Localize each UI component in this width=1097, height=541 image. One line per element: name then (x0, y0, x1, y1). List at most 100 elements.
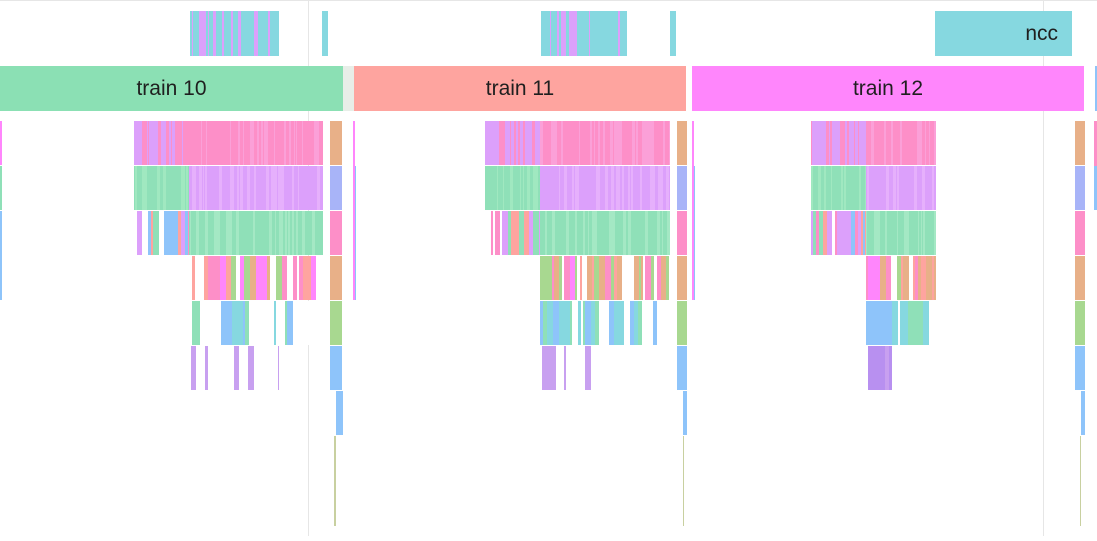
span-slice-slice[interactable] (866, 121, 869, 165)
span-slice-slice[interactable] (226, 211, 229, 255)
span-slice-slice[interactable] (202, 166, 203, 210)
span-slice-slice[interactable] (188, 121, 189, 165)
span-slice-slice[interactable] (545, 346, 550, 390)
span-slice-slice[interactable] (262, 211, 263, 255)
span-slice-slice[interactable] (588, 211, 589, 255)
span-slice-slice[interactable] (874, 346, 880, 390)
span-slice-slice[interactable] (823, 121, 826, 165)
span-slice-slice[interactable] (203, 166, 204, 210)
span-slice-top-slice[interactable] (259, 11, 262, 56)
span-slice-slice[interactable] (161, 121, 163, 165)
span-slice-top-slice[interactable] (616, 11, 618, 56)
span-slice-slice[interactable] (257, 121, 259, 165)
span-slice-slice[interactable] (580, 256, 582, 300)
span-slice-slice[interactable] (579, 121, 580, 165)
span-slice-slice[interactable] (915, 256, 918, 300)
span-slice-slice[interactable] (816, 211, 819, 255)
span-slice-slice[interactable] (496, 166, 497, 210)
span-slice-slice[interactable] (268, 121, 269, 165)
span-slice-slice[interactable] (532, 121, 535, 165)
span-slice-slice[interactable] (195, 166, 196, 210)
span-slice-slice[interactable] (181, 211, 185, 255)
span-slice-slice[interactable] (660, 211, 661, 255)
span-slice-slice[interactable] (593, 166, 594, 210)
span-slice-slice[interactable] (508, 211, 511, 255)
span-slice-column[interactable] (330, 166, 342, 210)
span-slice-slice[interactable] (152, 166, 154, 210)
span-slice-top-slice[interactable] (546, 11, 547, 56)
span-slice-slice[interactable] (877, 256, 880, 300)
span-slice-slice[interactable] (612, 211, 615, 255)
span-slice-slice[interactable] (642, 121, 643, 165)
span-slice-slice[interactable] (653, 211, 654, 255)
span-slice-slice[interactable] (832, 166, 833, 210)
span-slice-slice[interactable] (669, 166, 670, 210)
span-slice-slice[interactable] (642, 301, 644, 345)
span-slice-slice[interactable] (239, 166, 240, 210)
span-slice-column[interactable] (1075, 166, 1085, 210)
span-slice-slice[interactable] (635, 121, 636, 165)
span-slice-slice[interactable] (494, 121, 497, 165)
span-slice[interactable] (866, 301, 892, 345)
span-slice-slice[interactable] (524, 166, 525, 210)
span-slice-slice[interactable] (657, 211, 660, 255)
span-slice-slice[interactable] (632, 211, 635, 255)
span-slice-top-slice[interactable] (590, 11, 591, 56)
span-slice-slice[interactable] (247, 211, 249, 255)
span-slice-slice[interactable] (559, 301, 562, 345)
span-slice-slice[interactable] (210, 121, 213, 165)
span-slice-slice[interactable] (308, 211, 311, 255)
span-slice-slice[interactable] (908, 301, 913, 345)
span-slice-slice[interactable] (639, 211, 642, 255)
span-slice-slice[interactable] (578, 301, 581, 345)
span-slice-slice[interactable] (207, 166, 208, 210)
span-slice-top-slice[interactable] (233, 11, 235, 56)
span-slice-slice[interactable] (514, 121, 516, 165)
span-slice-slice[interactable] (923, 301, 929, 345)
span-slice-top-slice[interactable] (248, 11, 250, 56)
span-slice-slice[interactable] (852, 121, 854, 165)
span-slice-slice[interactable] (193, 121, 196, 165)
span-slice-slice[interactable] (606, 121, 607, 165)
span-slice-slice[interactable] (865, 166, 866, 210)
span-slice-slice[interactable] (320, 166, 321, 210)
span-slice-slice[interactable] (296, 121, 297, 165)
span-slice-slice[interactable] (575, 121, 578, 165)
span-slice-slice[interactable] (910, 211, 912, 255)
span-slice-slice[interactable] (655, 121, 658, 165)
span-slice-slice[interactable] (217, 211, 220, 255)
span-slice-slice[interactable] (620, 211, 622, 255)
span-slice-slice[interactable] (626, 211, 628, 255)
span-slice-slice[interactable] (154, 166, 155, 210)
span-slice-slice[interactable] (503, 166, 504, 210)
span-slice-slice[interactable] (233, 121, 236, 165)
span-slice-slice[interactable] (243, 301, 245, 345)
span-slice-edge[interactable] (1094, 121, 1097, 210)
span-slice-slice[interactable] (585, 211, 587, 255)
span-slice-slice[interactable] (269, 211, 272, 255)
span-slice-slice[interactable] (623, 166, 624, 210)
span-slice-slice[interactable] (869, 166, 872, 210)
span-slice-slice[interactable] (515, 166, 517, 210)
span-slice[interactable] (485, 121, 540, 165)
span-slice-slice[interactable] (524, 211, 529, 255)
span-slice-slice[interactable] (603, 211, 606, 255)
span-slice-top-slice[interactable] (235, 11, 238, 56)
span-slice-slice[interactable] (924, 211, 925, 255)
span-slice-slice[interactable] (635, 211, 636, 255)
span-slice-slice[interactable] (196, 166, 199, 210)
span-slice-slice[interactable] (305, 166, 307, 210)
span-slice-slice[interactable] (621, 121, 622, 165)
span-slice-top-slice[interactable] (557, 11, 558, 56)
span-slice-slice[interactable] (919, 301, 923, 345)
span-slice-slice[interactable] (885, 211, 887, 255)
span-slice-slice[interactable] (214, 346, 218, 390)
span-slice-slice[interactable] (275, 211, 276, 255)
span-slice-slice[interactable] (137, 211, 142, 255)
span-slice-slice[interactable] (873, 211, 874, 255)
span-slice-top-slice[interactable] (567, 11, 568, 56)
span-slice-slice[interactable] (605, 256, 611, 300)
span-slice-slice[interactable] (269, 166, 271, 210)
span-slice-top-slice[interactable] (584, 11, 587, 56)
span-slice[interactable] (542, 346, 620, 390)
